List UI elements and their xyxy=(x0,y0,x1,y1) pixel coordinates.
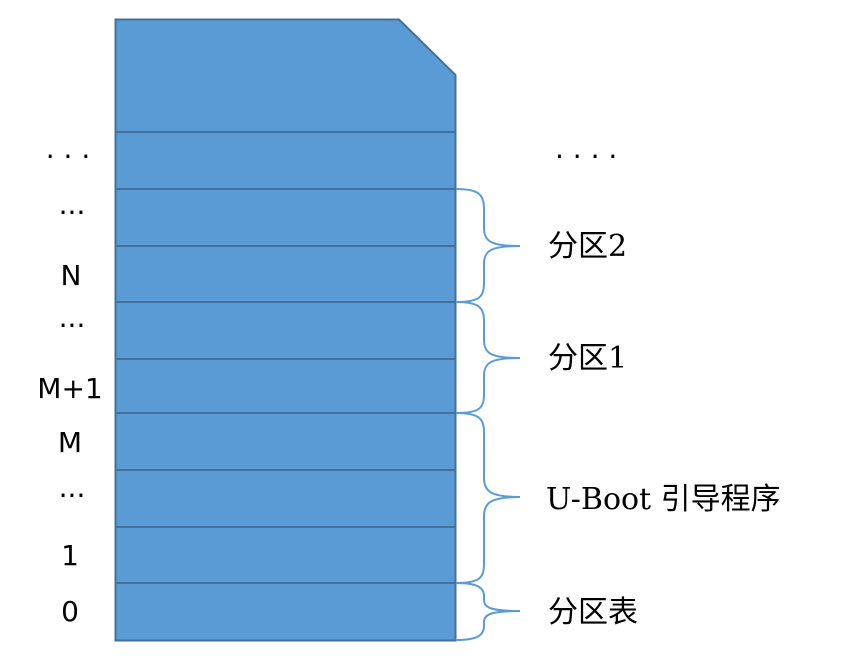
brace-uboot xyxy=(455,412,521,584)
top-ellipsis-label: · · · · xyxy=(555,140,617,173)
index-label: M xyxy=(58,426,82,459)
index-label: N xyxy=(61,259,82,292)
brace-partition1 xyxy=(455,301,521,414)
block-dividers xyxy=(115,131,456,584)
partition2-label: 分区2 xyxy=(548,229,627,264)
braces xyxy=(455,188,521,641)
index-label: ··· xyxy=(59,309,86,342)
right-region-labels: · · · · 分区2 分区1 U-Boot 引导程序 分区表 xyxy=(546,140,781,630)
uboot-label: U-Boot 引导程序 xyxy=(546,482,781,517)
partition-table-label: 分区表 xyxy=(548,595,638,630)
index-label: 1 xyxy=(61,539,79,572)
index-label: ··· xyxy=(59,479,86,512)
index-label: M+1 xyxy=(37,372,102,405)
brace-partition2 xyxy=(455,188,521,303)
sd-card-shape xyxy=(114,18,457,642)
index-label: 0 xyxy=(61,595,79,628)
left-index-labels: · · · ··· N ··· M+1 M ··· 1 0 xyxy=(37,140,102,628)
index-label: · · · xyxy=(46,140,91,173)
brace-partition-table xyxy=(455,582,521,641)
index-label: ··· xyxy=(59,196,86,229)
partition1-label: 分区1 xyxy=(548,341,627,376)
